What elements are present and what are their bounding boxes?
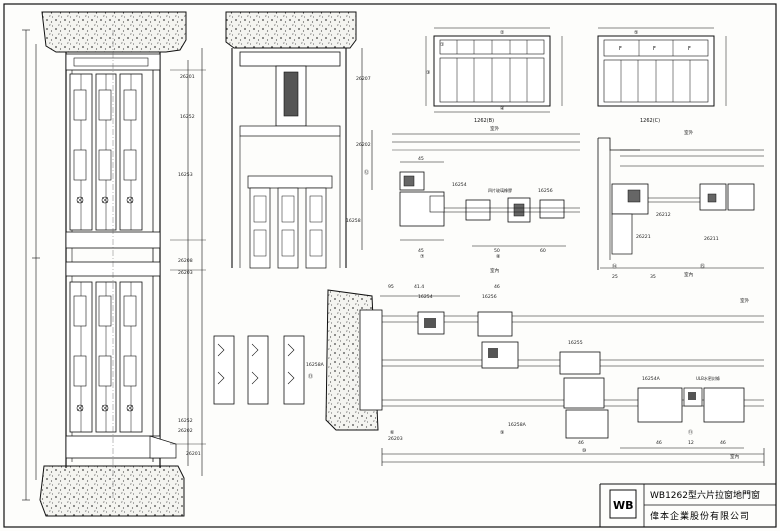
ref-mark: ⑤: [634, 30, 638, 36]
part-code: 26203: [178, 270, 193, 276]
ref-mark: ⑭: [612, 263, 617, 270]
vertical-section: [22, 11, 206, 517]
head-detail: [225, 11, 373, 269]
part-code: 16258: [346, 218, 361, 224]
room-label: 室內: [490, 267, 500, 274]
ref-mark: ⑪: [688, 429, 693, 436]
ref-mark: ⑦: [420, 254, 425, 260]
part-code: 26208: [178, 258, 193, 264]
dim: 41.4: [414, 284, 424, 290]
panel-letter: F: [688, 46, 691, 52]
panel-letter: F: [619, 46, 622, 52]
part-code: 26202: [178, 428, 193, 434]
room-label: 室內: [684, 271, 694, 278]
part-code: 16253: [178, 172, 193, 178]
part-code: 26211: [704, 236, 719, 242]
elevation-c: [597, 27, 727, 107]
company-name: 偉本企業股份有限公司: [650, 510, 750, 522]
sill-plan-section: [325, 289, 765, 466]
elevation-caption: 1262(B): [474, 118, 494, 124]
part-code: 16254: [418, 294, 433, 300]
part-code: 16254: [452, 182, 467, 188]
dim: 45: [418, 156, 424, 162]
dim: 12: [688, 440, 694, 446]
part-code: 26201: [186, 451, 201, 457]
panel-letter: F: [653, 46, 656, 52]
lower-sash-group: [69, 281, 143, 433]
room-label: 室外: [684, 129, 694, 136]
ref-mark: ④: [500, 106, 505, 112]
ref-mark: ②: [500, 30, 505, 36]
top-slab: [41, 11, 187, 53]
room-label: 室內: [730, 453, 740, 460]
part-code: 16258A: [306, 362, 325, 368]
drawing-title: WB1262型六片拉窗地門窗: [650, 489, 760, 501]
dim: 95: [388, 284, 394, 290]
dim: 46: [656, 440, 662, 446]
elevation-b: [425, 27, 563, 113]
part-code: 16254A: [642, 376, 661, 382]
part-code: 16255: [568, 340, 583, 346]
ref-mark: ⑬: [308, 373, 313, 380]
dim: 50: [494, 248, 500, 254]
dim: 35: [650, 274, 656, 280]
side-jamb-section: [597, 137, 764, 270]
ref-mark: ③: [426, 70, 430, 76]
part-code: 16258A: [508, 422, 527, 428]
note: 四片玻璃橡膠: [488, 187, 512, 193]
dim: 46: [720, 440, 726, 446]
bottom-slab: [39, 465, 185, 517]
ref-mark: ⑩: [582, 448, 587, 454]
room-label: 室外: [490, 125, 500, 132]
ref-mark: ⑨: [500, 430, 504, 436]
upper-sash-group: [69, 73, 143, 231]
ref-mark: ⑮: [700, 263, 705, 270]
room-label: 室外: [740, 297, 750, 304]
part-code: 26202: [356, 142, 371, 148]
part-code: 26203: [388, 436, 403, 442]
part-code: 26207: [356, 76, 371, 82]
dim: 46: [578, 440, 584, 446]
part-code: 26212: [656, 212, 671, 218]
jamb-section: [392, 133, 580, 247]
part-code: 16256: [482, 294, 497, 300]
elevation-caption: 1262(C): [640, 118, 660, 124]
circled-refs: ① ② ③ ④ ⑤ ⑥ ⑦ ⑧ ⑨ ⑩ ⑪ ⑫ ⑬ ⑭ ⑮: [308, 30, 705, 454]
logo-text: WB: [613, 499, 634, 512]
ref-mark: ⑧: [496, 254, 501, 260]
part-code: 16252: [178, 418, 193, 424]
dim: 25: [612, 274, 618, 280]
part-code: 26221: [636, 234, 651, 240]
part-code: 16252: [180, 114, 195, 120]
note: ULB水密封條: [696, 375, 720, 381]
ref-mark: ⑥: [390, 430, 395, 436]
interlock-detail: [213, 335, 305, 405]
part-code: 26201: [180, 74, 195, 80]
dim: 45: [418, 248, 424, 254]
title-block: [599, 483, 776, 527]
part-code: 16256: [538, 188, 553, 194]
ref-mark: ①: [440, 42, 445, 48]
dim: 46: [494, 284, 500, 290]
dim: 60: [540, 248, 546, 254]
ref-mark: ⑫: [364, 169, 369, 176]
sheet-border: [3, 3, 777, 528]
company-logo: [609, 489, 637, 519]
